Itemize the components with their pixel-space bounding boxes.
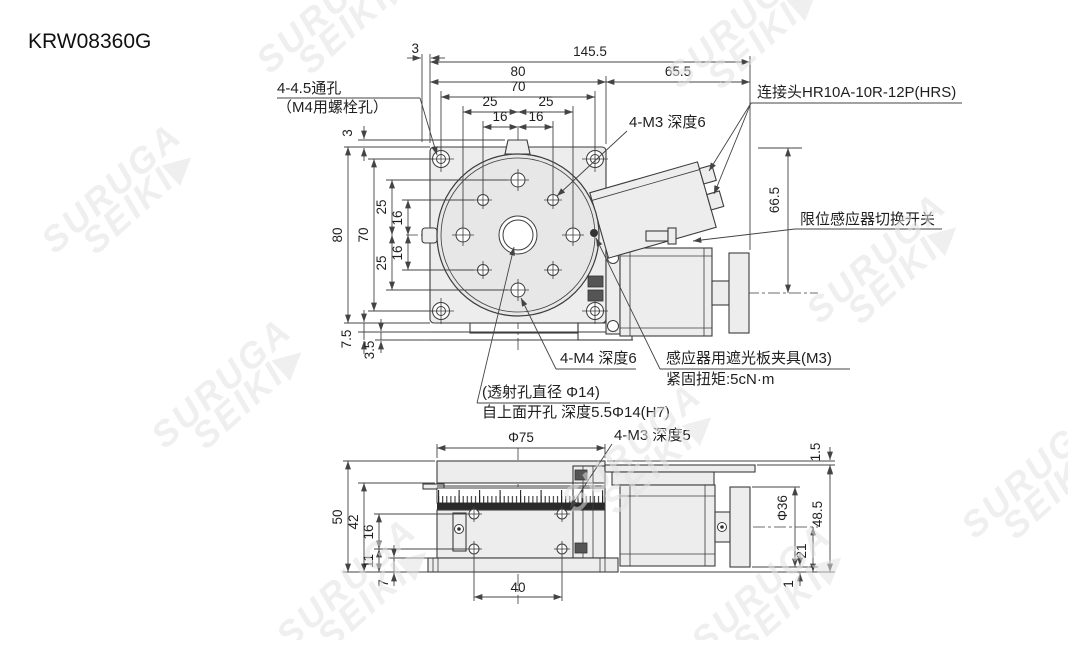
body-holes bbox=[466, 506, 570, 557]
dim-66-5: 66.5 bbox=[767, 187, 782, 213]
dim-16-rt: 16 bbox=[528, 109, 543, 124]
label-trans-hole-1: (透射孔直径 Φ14) bbox=[482, 384, 600, 401]
through-hole bbox=[428, 298, 454, 324]
dim-70-top: 70 bbox=[510, 79, 525, 94]
through-hole bbox=[582, 298, 608, 324]
dim-80-left: 80 bbox=[330, 227, 345, 242]
dim-11: 11 bbox=[361, 554, 376, 568]
label-through-holes-2: （M4用螺栓孔） bbox=[277, 99, 388, 116]
connector-fin bbox=[706, 190, 725, 211]
dim-3-left: 3 bbox=[340, 129, 355, 137]
drawing-title: KRW08360G bbox=[28, 30, 151, 53]
scale-ticks-long bbox=[438, 489, 604, 503]
clamp-block bbox=[587, 275, 604, 288]
dim-3-5: 3.5 bbox=[362, 341, 377, 360]
flange-hole bbox=[607, 320, 619, 332]
dim-16-bv: 16 bbox=[361, 524, 376, 539]
dim-7-5: 7.5 bbox=[339, 330, 354, 349]
dim-25-rt: 25 bbox=[538, 94, 553, 109]
dim-25-down: 25 bbox=[374, 255, 389, 270]
m4-holes bbox=[452, 169, 584, 301]
top-view bbox=[406, 128, 818, 352]
dim-48-5: 48.5 bbox=[810, 501, 825, 527]
dim-1-5: 1.5 bbox=[808, 443, 823, 462]
hub-screw-center bbox=[720, 525, 724, 529]
top-clamp-tab bbox=[504, 139, 531, 155]
clamp-screw-center bbox=[457, 527, 461, 531]
column-block bbox=[574, 469, 588, 481]
dim-40: 40 bbox=[510, 580, 525, 595]
label-sensor-clamp: 感应器用遮光板夹具(M3) bbox=[666, 349, 832, 367]
dim-16-down: 16 bbox=[390, 245, 405, 260]
label-m3-holes: 4-M3 深度6 bbox=[629, 114, 706, 131]
dim-1: 1 bbox=[781, 580, 796, 588]
dim-145-5: 145.5 bbox=[573, 44, 607, 59]
scale-dark-band bbox=[437, 503, 605, 510]
dim-65-5: 65.5 bbox=[665, 64, 691, 79]
dim-25-up: 25 bbox=[374, 199, 389, 214]
connector-body bbox=[589, 161, 717, 259]
motor-hub bbox=[711, 280, 730, 306]
top-view-labels: 4-4.5通孔 （M4用螺栓孔） 4-M3 深度6 连接头HR10A-10R-1… bbox=[277, 80, 962, 421]
label-limit-switch: 限位感应器切换开关 bbox=[800, 210, 935, 228]
label-m3-depth5: 4-M3 深度5 bbox=[614, 427, 691, 444]
motor-body bbox=[619, 247, 713, 337]
label-torque: 紧固扭矩:5cN·m bbox=[666, 371, 774, 388]
dim-80-top: 80 bbox=[510, 64, 525, 79]
dim-16-lt: 16 bbox=[492, 109, 507, 124]
label-through-holes-1: 4-4.5通孔 bbox=[277, 80, 341, 97]
dim-50: 50 bbox=[330, 509, 345, 524]
center-through-hole bbox=[502, 219, 534, 251]
motor-body-front bbox=[619, 484, 716, 567]
connector-line bbox=[591, 169, 700, 201]
sensor-shade-clamp-point bbox=[590, 229, 598, 237]
dim-3-top: 3 bbox=[411, 41, 419, 56]
motor-end-disc bbox=[729, 486, 751, 568]
dim-16-up: 16 bbox=[390, 210, 405, 225]
left-clamp-tab bbox=[421, 227, 438, 244]
column-block bbox=[574, 542, 588, 554]
top-view-dimensions: 3 145.5 80 65.5 70 25 25 16 16 3 8 bbox=[330, 41, 802, 359]
dim-7: 7 bbox=[376, 579, 391, 587]
dim-25-lt: 25 bbox=[482, 94, 497, 109]
dim-70-left: 70 bbox=[356, 227, 371, 242]
label-m4-holes: 4-M4 深度6 bbox=[560, 350, 637, 367]
dim-dia75: Φ75 bbox=[508, 430, 534, 445]
dim-21: 21 bbox=[794, 543, 809, 558]
base bbox=[427, 557, 619, 573]
dim-42: 42 bbox=[346, 514, 361, 529]
m3-holes bbox=[474, 191, 562, 279]
through-hole bbox=[582, 146, 608, 172]
label-trans-hole-2: 自上面开孔 深度5.5Φ14(H7) bbox=[482, 404, 670, 421]
bottom-view-dimensions: Φ75 4-M3 深度5 50 42 16 11 7 40 1.5 bbox=[330, 427, 835, 601]
bottom-view bbox=[422, 448, 818, 604]
clamp-screw-head bbox=[667, 227, 677, 245]
clamp-block bbox=[587, 289, 604, 302]
motor-end-cap bbox=[728, 252, 750, 334]
clamp-slot bbox=[452, 512, 467, 552]
dim-dia36: Φ36 bbox=[775, 495, 790, 521]
label-connector: 连接头HR10A-10R-12P(HRS) bbox=[757, 84, 956, 101]
